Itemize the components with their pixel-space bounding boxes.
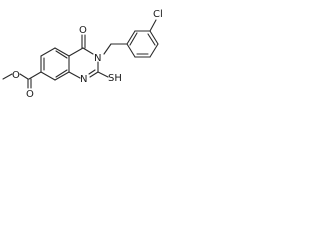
n-ch2-bond (103, 43, 112, 55)
ph-bond-6 (126, 43, 136, 58)
methyl-bond (2, 73, 13, 80)
pyr-bond-c4-n3 (82, 47, 94, 55)
ketone-oxygen-label: O (79, 25, 87, 36)
ph-bond-1 (126, 30, 136, 45)
thiol-label: SH (108, 73, 122, 84)
pyrimidinone-ring (68, 34, 109, 79)
chlorine-label: Cl (153, 9, 163, 20)
benzo-bond-3-inner (55, 50, 68, 59)
chlorobenzyl-group (103, 19, 159, 58)
benzo-bond-5-inner (55, 69, 68, 78)
ester-c-ring-bond (28, 71, 42, 80)
pyr-bond-c4a-c4 (68, 47, 84, 57)
pyr-bond-c2-n1-inner (88, 69, 96, 75)
ph-bond-3-inner (147, 33, 156, 46)
molecule-structure: O O O N N Cl SH (2, 9, 163, 98)
ester-oxygen-label: O (12, 70, 20, 81)
carbonyl-oxygen-label: O (26, 89, 34, 98)
thiol-bond (97, 71, 109, 78)
imine-nitrogen-label: N (80, 74, 87, 85)
methyl-ester-group (2, 71, 42, 89)
benzo-bond-2 (40, 47, 56, 57)
pyr-bond-n1-c8a (68, 71, 81, 79)
ring-nitrogen-label: N (94, 53, 101, 64)
ph-bond-3 (149, 30, 159, 45)
benzo-bond-3 (54, 47, 70, 57)
cl-bond (149, 19, 157, 32)
ester-o-c-bond (19, 73, 29, 80)
benzo-bond-5 (54, 71, 70, 81)
ph-bond-4 (149, 43, 159, 58)
pyr-bond-c2-n1 (89, 71, 99, 78)
benzo-bond-6 (40, 71, 56, 81)
benzo-ring (40, 47, 70, 81)
ph-bond-1-inner (129, 32, 138, 46)
